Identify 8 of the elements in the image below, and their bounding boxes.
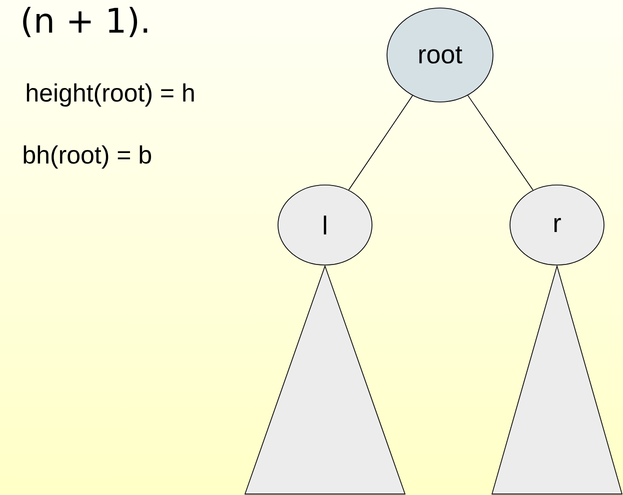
tree-edge (348, 95, 413, 190)
equation-text: bh(root) = b (24, 145, 152, 169)
tree-node: root (386, 8, 494, 102)
heading-text: (n + 1). (23, 6, 148, 38)
tree-node: l (278, 184, 372, 266)
equation-text: height(root) = h (26, 83, 194, 107)
tree-node: r (510, 184, 604, 266)
tree-edge (467, 95, 534, 191)
